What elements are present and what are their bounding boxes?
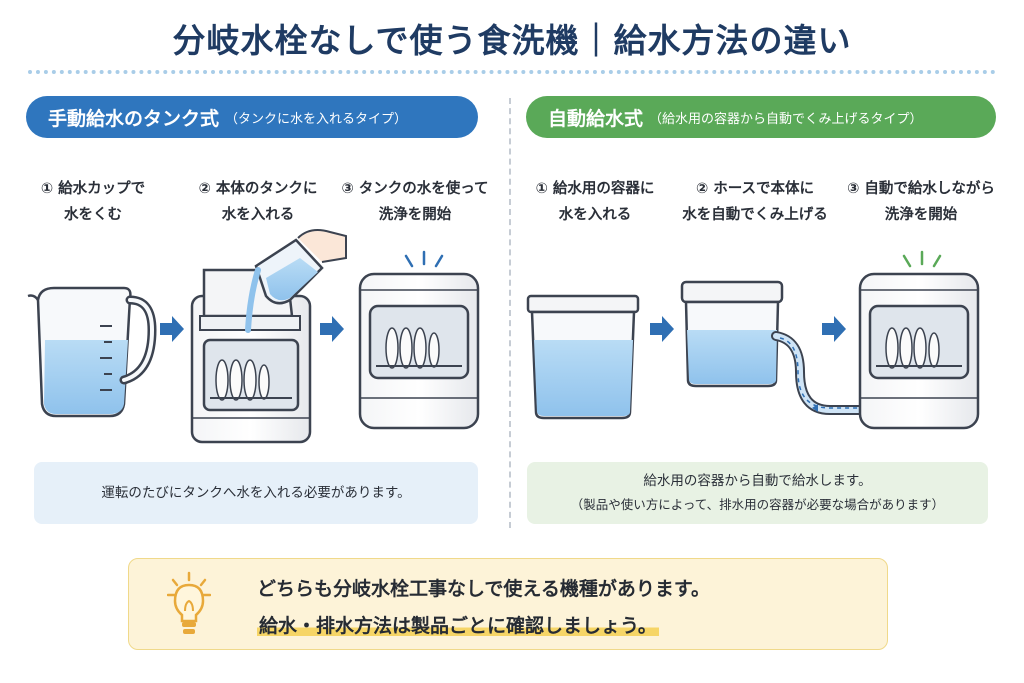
measuring-cup-icon	[27, 286, 157, 418]
water-container-icon	[526, 294, 640, 420]
tip-line-1: どちらも分岐水栓工事なしで使える機種があります。	[257, 578, 710, 600]
right-step-1-line1: ① 給水用の容器に	[535, 181, 655, 197]
right-step-1: ① 給水用の容器に 水を入れる	[520, 176, 670, 228]
lightbulb-icon	[167, 571, 211, 634]
section-divider	[509, 98, 511, 528]
arrow-right-icon	[320, 316, 344, 342]
arrow-right-icon	[650, 316, 674, 342]
arrow-right-icon	[822, 316, 846, 342]
tip-line-2: 給水・排水方法は製品ごとに確認しましょう。	[257, 611, 659, 638]
auto-supply-note: 給水用の容器から自動で給水します。 （製品や使い方によって、排水用の容器が必要な…	[527, 462, 988, 524]
right-step-2-line2: 水を自動でくみ上げる	[682, 207, 828, 223]
left-step-1-line1: ① 給水カップで	[40, 181, 146, 197]
tip-box: どちらも分岐水栓工事なしで使える機種があります。 給水・排水方法は製品ごとに確認…	[128, 558, 888, 650]
left-step-1: ① 給水カップで 水をくむ	[18, 176, 168, 228]
manual-tank-header-title: 手動給水のタンク式	[48, 107, 220, 130]
right-step-2-line1: ② ホースで本体に	[695, 181, 815, 197]
right-step-2: ② ホースで本体に 水を自動でくみ上げる	[680, 176, 830, 228]
right-step-3-line2: 洗浄を開始	[884, 207, 958, 223]
auto-supply-header: 自動給水式 （給水用の容器から自動でくみ上げるタイプ）	[526, 96, 996, 138]
manual-tank-header: 手動給水のタンク式 （タンクに水を入れるタイプ）	[26, 96, 478, 138]
auto-supply-header-title: 自動給水式	[548, 107, 644, 130]
dishwasher-icon	[190, 229, 347, 444]
auto-supply-note-line1: 給水用の容器から自動で給水します。	[643, 473, 872, 489]
arrow-right-icon	[160, 316, 184, 342]
page-title: 分岐水栓なしで使う食洗機｜給水方法の違い	[172, 21, 852, 60]
left-step-3-line1: ③ タンクの水を使って	[341, 181, 489, 197]
dishwasher-icon	[358, 250, 480, 430]
manual-tank-note-text: 運転のたびにタンクへ水を入れる必要があります。	[101, 485, 411, 501]
right-step-3: ③ 自動で給水しながら 洗浄を開始	[846, 176, 996, 228]
manual-tank-header-subtitle: （タンクに水を入れるタイプ）	[225, 111, 408, 127]
left-step-3: ③ タンクの水を使って 洗浄を開始	[340, 176, 490, 228]
auto-supply-note-line2: （製品や使い方によって、排水用の容器が必要な場合があります）	[570, 497, 945, 512]
right-step-1-line2: 水を入れる	[558, 207, 632, 223]
hose-icon	[680, 280, 867, 415]
left-step-2-line2: 水を入れる	[221, 207, 295, 223]
left-step-2-line1: ② 本体のタンクに	[198, 181, 318, 197]
manual-tank-note: 運転のたびにタンクへ水を入れる必要があります。	[34, 462, 478, 524]
left-step-3-line2: 洗浄を開始	[378, 207, 452, 223]
title-divider	[28, 70, 996, 74]
auto-supply-header-subtitle: （給水用の容器から自動でくみ上げるタイプ）	[649, 111, 923, 127]
right-step-3-line1: ③ 自動で給水しながら	[847, 181, 995, 197]
dishwasher-icon	[858, 250, 980, 430]
left-step-1-line2: 水をくむ	[64, 207, 122, 223]
left-step-2: ② 本体のタンクに 水を入れる	[183, 176, 333, 228]
